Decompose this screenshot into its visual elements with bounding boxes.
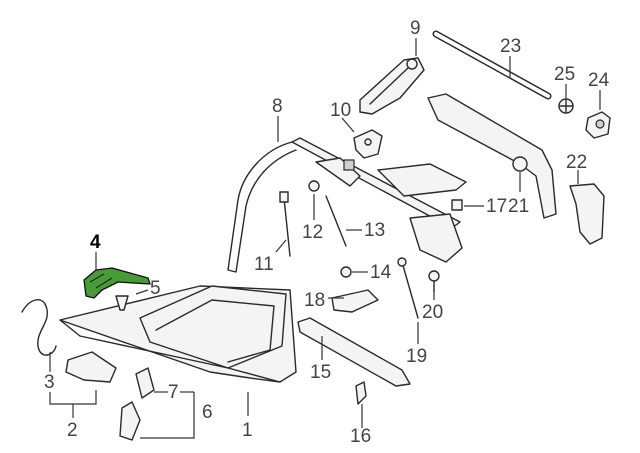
part-2-grip[interactable]: [65, 351, 117, 383]
part-23-rod[interactable]: [432, 30, 552, 100]
part-7-knob[interactable]: [135, 367, 155, 399]
part-5-screw[interactable]: [115, 295, 129, 311]
callout-labels: 1 2 3 4 5 6 7 8 9 10 11 12 13 14 15 16 1…: [44, 18, 610, 447]
part-25-grommet[interactable]: [558, 98, 574, 114]
callout-25: 25: [554, 64, 575, 85]
callout-5: 5: [150, 278, 161, 299]
callout-19: 19: [406, 346, 427, 367]
part-10-bracket[interactable]: [353, 129, 383, 159]
callout-11: 11: [254, 254, 274, 275]
part-13-link[interactable]: [325, 195, 347, 247]
callout-16: 16: [350, 426, 371, 447]
part-1-housing[interactable]: [59, 285, 297, 383]
callout-7: 7: [168, 382, 179, 403]
part-20-bolt[interactable]: [428, 270, 440, 293]
callout-15: 15: [310, 362, 331, 383]
part-8-frame[interactable]: [227, 137, 467, 273]
callout-2: 2: [67, 420, 78, 441]
part-14-nut[interactable]: [340, 266, 352, 278]
callout-3: 3: [44, 372, 55, 393]
part-6-latch[interactable]: [119, 401, 141, 441]
leader-lines: [49, 38, 601, 439]
callout-6: 6: [202, 402, 213, 423]
callout-22: 22: [566, 152, 587, 173]
part-17-fastener[interactable]: [451, 199, 463, 211]
callout-13: 13: [364, 220, 385, 241]
part-4-highlighted[interactable]: [83, 267, 151, 299]
callout-12: 12: [302, 222, 323, 243]
part-19-rod[interactable]: [397, 257, 419, 319]
part-16-clip[interactable]: [355, 381, 367, 405]
callout-9: 9: [410, 18, 421, 39]
callout-23: 23: [500, 36, 521, 57]
part-18-clamp[interactable]: [331, 289, 379, 313]
callout-8: 8: [272, 96, 283, 117]
part-22-handle[interactable]: [569, 183, 605, 245]
part-3-cable[interactable]: [21, 299, 57, 356]
part-21-bracket[interactable]: [427, 93, 557, 219]
callout-4: 4: [90, 232, 101, 253]
part-12-link[interactable]: [308, 180, 320, 192]
callout-1: 1: [242, 420, 253, 441]
callout-10: 10: [330, 100, 351, 121]
callout-20: 20: [422, 302, 443, 323]
callout-18: 18: [304, 290, 325, 311]
part-15-bar[interactable]: [297, 317, 411, 387]
part-11-strut[interactable]: [279, 191, 291, 257]
callout-14: 14: [370, 262, 392, 283]
callout-17: 17: [486, 196, 507, 217]
part-24-cap[interactable]: [585, 111, 611, 139]
callout-24: 24: [588, 70, 610, 91]
part-9-arm[interactable]: [359, 57, 425, 115]
callout-21: 21: [508, 196, 529, 217]
